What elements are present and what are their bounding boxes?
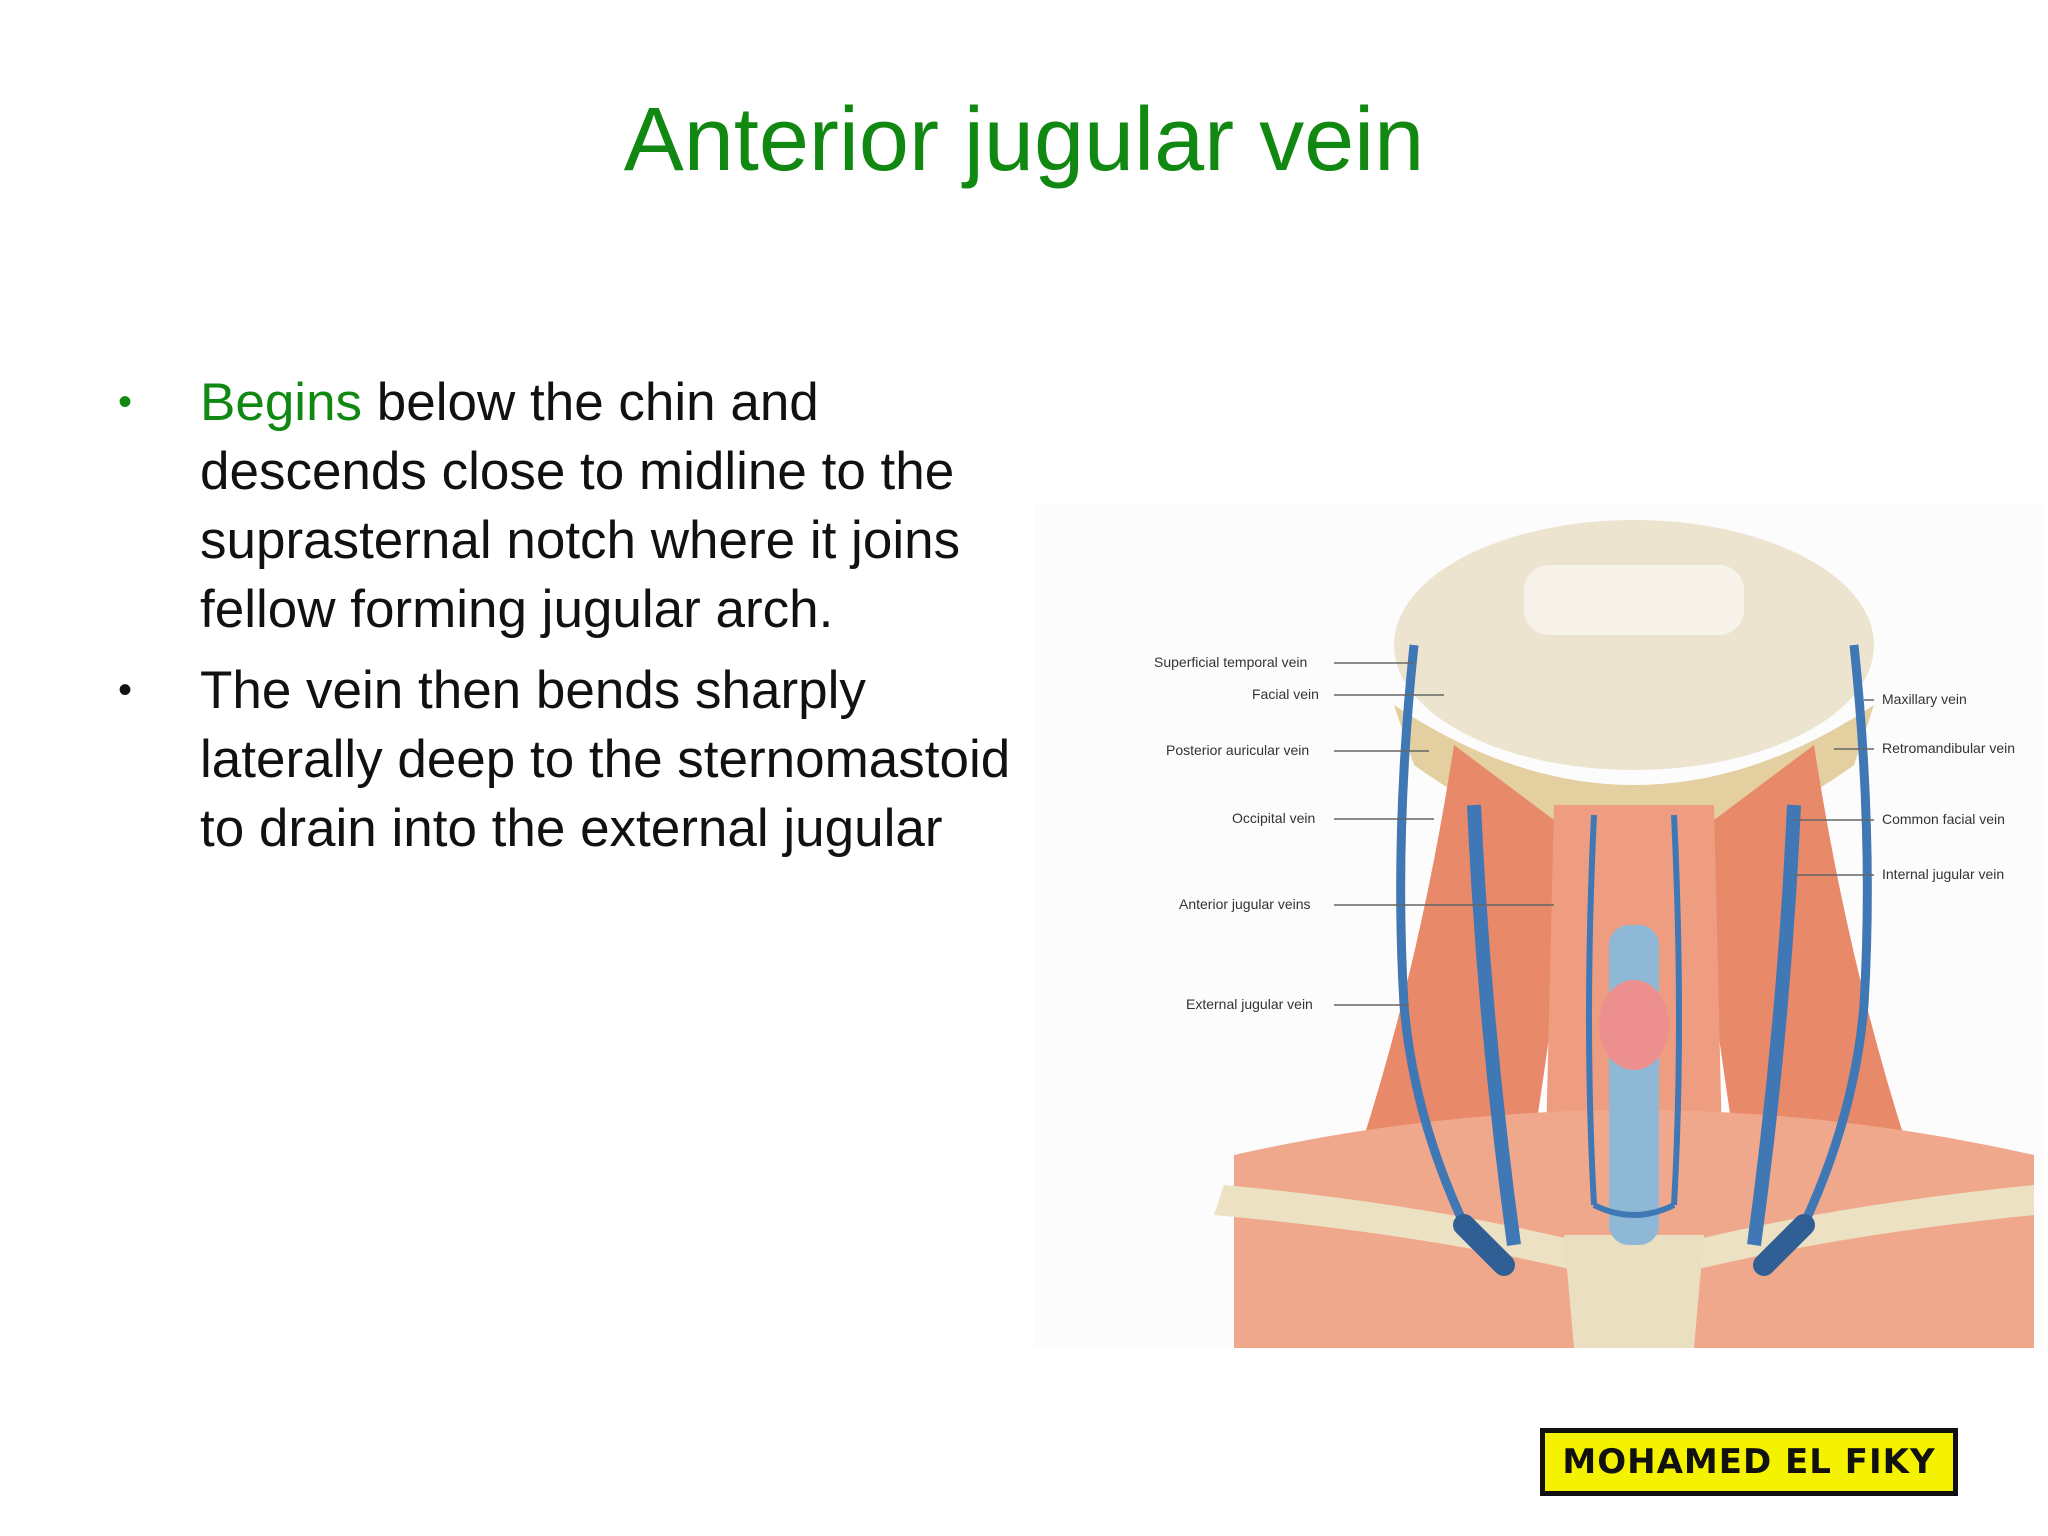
figure-label: Posterior auricular vein <box>1166 742 1310 758</box>
leader-lines <box>1334 662 1874 1006</box>
bullet-list: • Begins below the chin and descends clo… <box>118 368 1038 875</box>
figure-label: Maxillary vein <box>1882 691 1967 707</box>
left-internal-jugular-vein <box>1467 804 1521 1246</box>
figure-label: External jugular vein <box>1186 996 1313 1012</box>
right-internal-jugular-vein <box>1747 804 1801 1246</box>
thyroid <box>1599 980 1669 1070</box>
figure-label: Superficial temporal vein <box>1154 654 1308 670</box>
bullet-line: laterally deep to the sternomastoid <box>200 730 1011 789</box>
sternum <box>1564 1235 1704 1348</box>
right-anterior-jugular-vein <box>1671 814 1682 1206</box>
figure-label: Anterior jugular veins <box>1179 896 1311 912</box>
right-subclavian-vein <box>1753 1214 1815 1276</box>
bullet-line: The vein then bends sharply <box>200 661 866 720</box>
teeth-shape <box>1524 565 1744 635</box>
bullet-text: below the chin and <box>362 373 819 432</box>
bullet-line: fellow forming jugular arch. <box>200 580 834 639</box>
figure-label: Internal jugular vein <box>1882 866 2005 882</box>
left-subclavian-vein <box>1453 1214 1515 1276</box>
bullet-line: descends close to midline to the <box>200 442 955 501</box>
bullet-marker: • <box>118 668 133 712</box>
bullet-line: suprasternal notch where it joins <box>200 511 961 570</box>
figure-label: Occipital vein <box>1232 810 1316 826</box>
figure-label: Common facial vein <box>1882 811 2005 827</box>
bullet-marker: • <box>118 380 133 424</box>
left-external-jugular-vein <box>1396 644 1479 1248</box>
bullet-item: • Begins below the chin and descends clo… <box>118 368 1038 644</box>
bullet-line: to drain into the external jugular <box>200 799 943 858</box>
author-badge: MOHAMED EL FIKY <box>1540 1428 1958 1496</box>
bullet-item: • The vein then bends sharply laterally … <box>118 656 1038 863</box>
anatomy-drawing <box>1214 520 2034 1348</box>
figure-label: Retromandibular vein <box>1882 740 2016 756</box>
slide-title: Anterior jugular vein <box>623 90 1425 190</box>
figure-label: Facial vein <box>1252 686 1319 702</box>
left-anterior-jugular-vein <box>1586 814 1597 1206</box>
jugular-arch <box>1592 1202 1676 1218</box>
highlight-word: Begins <box>200 373 363 432</box>
right-external-jugular-vein <box>1789 644 1872 1248</box>
bullet-line: Begins below the chin and <box>200 368 1038 437</box>
skull-shape <box>1394 520 1874 770</box>
trachea <box>1609 925 1659 1245</box>
neck-veins-illustration: Superficial temporal vein Facial vein Po… <box>1034 505 2044 1348</box>
